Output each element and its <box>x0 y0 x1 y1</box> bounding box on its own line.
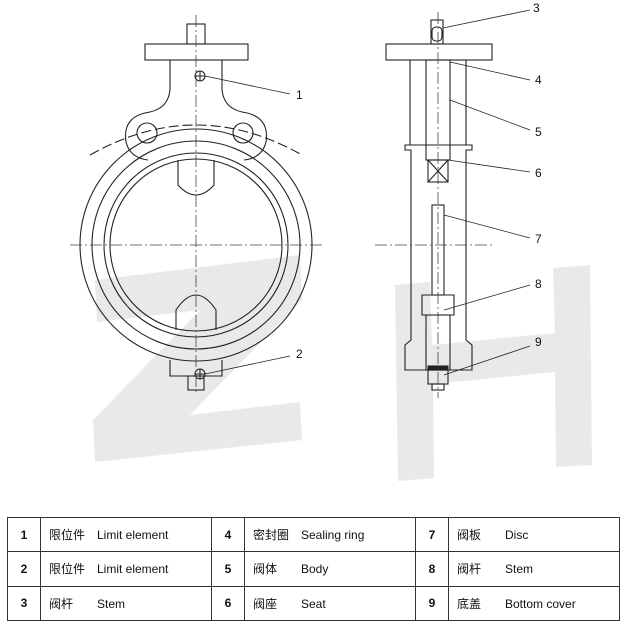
part-number: 6 <box>211 585 245 622</box>
part-name-en: Seat <box>301 596 326 611</box>
part-name: 底盖 Bottom cover <box>448 585 620 622</box>
part-name: 阀座 Seat <box>244 585 416 622</box>
part-number: 8 <box>415 551 449 587</box>
callout-5: 5 <box>535 125 542 139</box>
part-name-en: Stem <box>505 562 534 577</box>
part-number: 2 <box>7 551 41 587</box>
parts-table: 1 限位件 Limit element 4 密封圈 Sealing ring 7 阀… <box>7 516 620 622</box>
part-name-en: Bottom cover <box>505 596 576 611</box>
table-row: 1 限位件 Limit element 4 密封圈 Sealing ring 7 阀… <box>7 516 620 553</box>
part-number: 1 <box>7 516 41 553</box>
part-name-zh: 阀板 <box>457 528 482 543</box>
table-row: 2 限位件 Limit element 5 阀体 Body 8 阀杆 Stem <box>7 551 620 587</box>
part-name-en: Sealing ring <box>301 528 365 543</box>
part-number: 3 <box>7 585 41 622</box>
part-name-en: Limit element <box>97 562 169 577</box>
part-name: 阀杆 Stem <box>448 551 620 587</box>
watermark-logo <box>93 255 592 481</box>
part-name-zh: 阀杆 <box>49 596 74 611</box>
part-name-en: Body <box>301 562 329 577</box>
part-number: 7 <box>415 516 449 553</box>
callout-1: 1 <box>296 88 303 102</box>
callout-9: 9 <box>535 335 542 349</box>
part-number: 4 <box>211 516 245 553</box>
callout-4: 4 <box>535 73 542 87</box>
callout-3: 3 <box>533 1 540 15</box>
part-name-zh: 阀体 <box>253 562 278 577</box>
valve-drawing: 1 2 3 4 5 6 7 8 9 <box>70 1 592 481</box>
part-number: 9 <box>415 585 449 622</box>
table-row: 3 阀杆 Stem 6 阀座 Seat 9 底盖 Bottom cover <box>7 585 620 622</box>
part-name-zh: 阀座 <box>253 596 278 611</box>
part-name: 密封圈 Sealing ring <box>244 516 416 553</box>
part-name: 阀体 Body <box>244 551 416 587</box>
part-name-zh: 限位件 <box>49 562 86 577</box>
callout-2: 2 <box>296 347 303 361</box>
part-name: 限位件 Limit element <box>40 516 212 553</box>
part-name-zh: 密封圈 <box>253 528 290 543</box>
part-name-zh: 限位件 <box>49 528 86 543</box>
part-name: 限位件 Limit element <box>40 551 212 587</box>
callout-6: 6 <box>535 166 542 180</box>
part-name-zh: 底盖 <box>457 596 482 611</box>
part-name-en: Stem <box>97 596 126 611</box>
callout-7: 7 <box>535 232 542 246</box>
callout-8: 8 <box>535 277 542 291</box>
part-name-en: Disc <box>505 528 529 543</box>
part-name: 阀板 Disc <box>448 516 620 553</box>
part-number: 5 <box>211 551 245 587</box>
part-name: 阀杆 Stem <box>40 585 212 622</box>
part-name-zh: 阀杆 <box>457 562 482 577</box>
part-name-en: Limit element <box>97 528 169 543</box>
